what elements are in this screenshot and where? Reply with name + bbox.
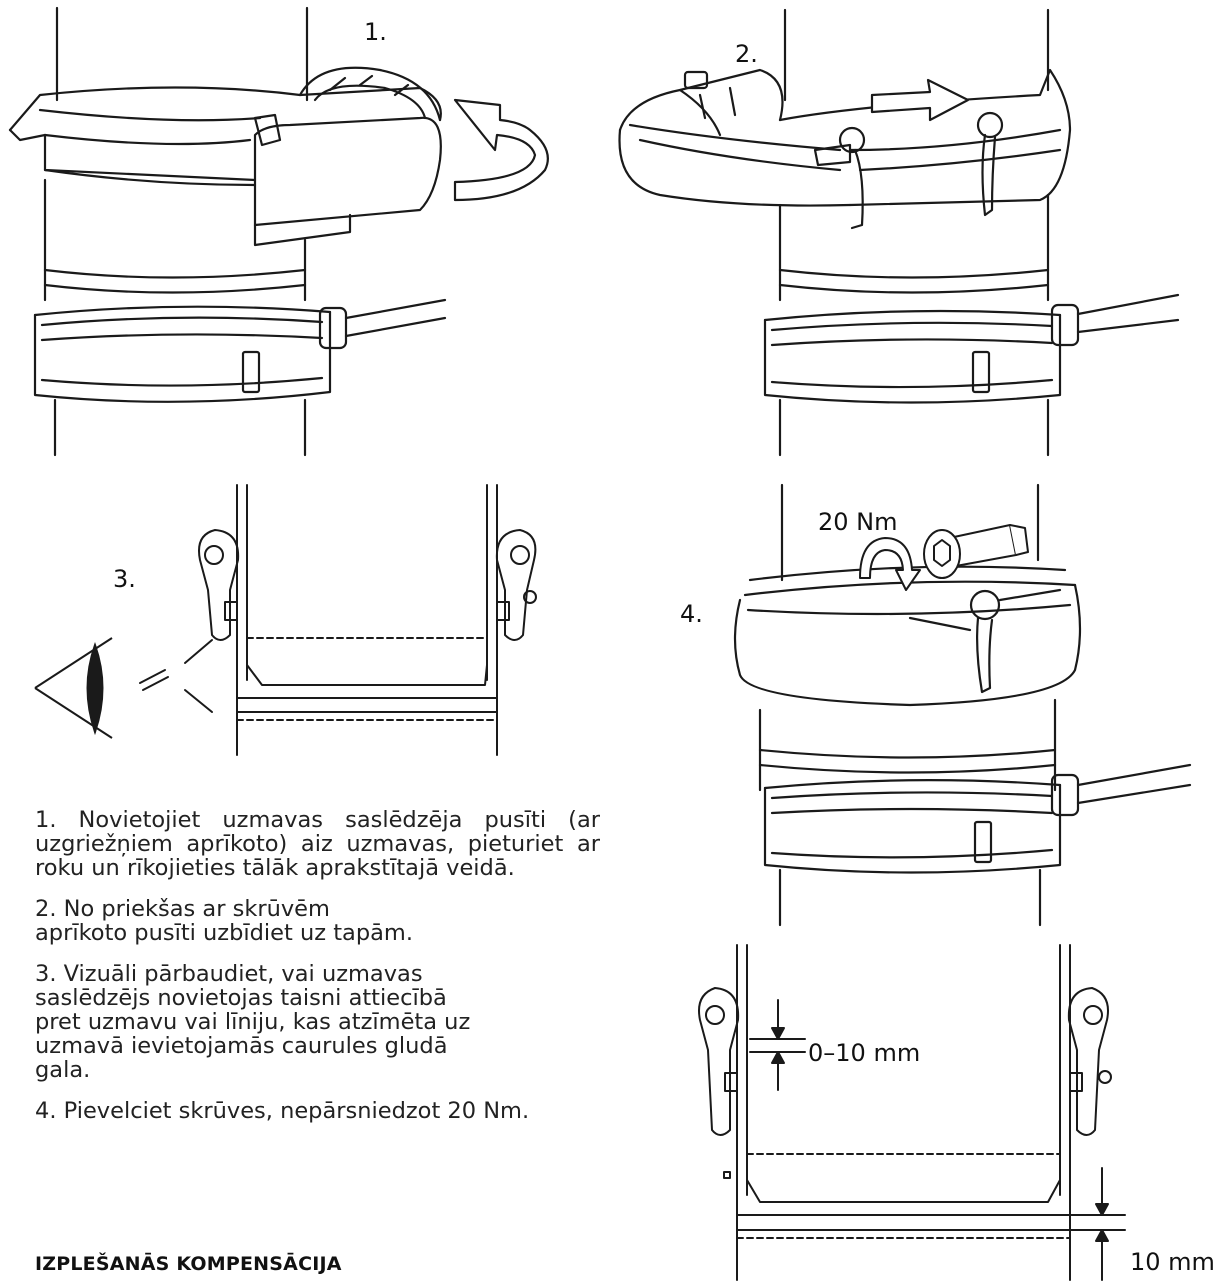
step-3-label: 3. (113, 565, 136, 593)
push-arrow-icon (870, 78, 970, 122)
step-2-label: 2. (735, 40, 758, 68)
bolt-icon (923, 524, 1029, 579)
instructions: 1. Novietojiet uzmavas saslēdzēja pusīti… (35, 808, 600, 1140)
gap-dimension-label: 0–10 mm (808, 1039, 921, 1067)
eye-icon (34, 637, 113, 739)
instruction-step-3: 3. Vizuāli pārbaudiet, vai uzmavas saslē… (35, 961, 471, 1083)
insert-dimension-label: 10 mm (1130, 1248, 1215, 1276)
torque-arrow-icon (859, 537, 921, 591)
figure-expansion (698, 944, 1126, 1281)
rotate-arrow-icon (453, 98, 549, 202)
instruction-step-4: 4. Pievelciet skrūves, nepārsniedzot 20 … (35, 1098, 530, 1124)
step-1-label: 1. (364, 18, 387, 46)
figure-step-4 (733, 483, 1192, 927)
figure-step-2 (618, 8, 1180, 457)
instruction-step-2: 2. No priekšas ar skrūvēm aprīkoto pusīt… (35, 896, 413, 946)
step-4-label: 4. (680, 600, 703, 628)
figure-step-3 (34, 484, 537, 756)
section-heading: IZPLEŠANĀS KOMPENSĀCIJA (35, 1253, 342, 1275)
figure-step-1 (8, 6, 549, 457)
instruction-step-1: 1. Novietojiet uzmavas saslēdzēja pusīti… (35, 807, 600, 881)
torque-label: 20 Nm (818, 508, 898, 536)
